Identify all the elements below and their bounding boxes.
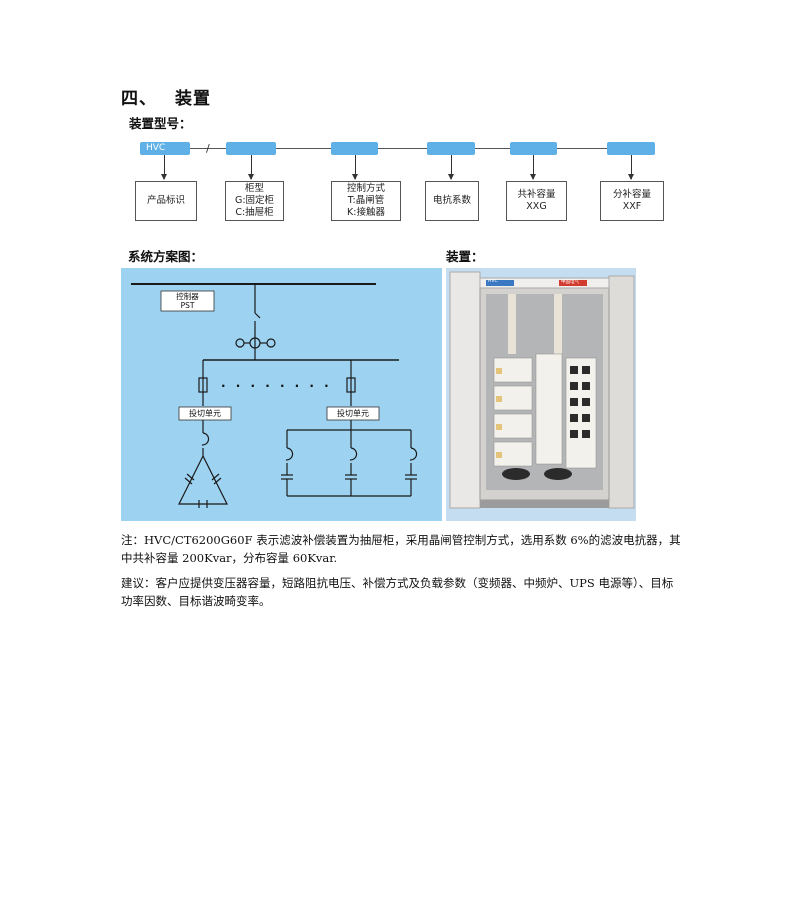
suggestion-paragraph: 建议：客户应提供变压器容量，短路阻抗电压、补偿方式及负载参数（变频器、中频炉、U… [121,574,681,610]
cabinet-illustration [446,268,636,521]
field-text: 柜型 [245,183,264,195]
section-title: 装置 [175,89,211,109]
arrow-5 [533,155,534,179]
field-text: 产品标识 [147,195,185,207]
field-text: K:接触器 [347,207,385,219]
field-box-cabinet: 柜型 G:固定柜 C:抽屉柜 [225,181,284,221]
code-pill-common [510,142,557,155]
code-separator: / [206,142,210,155]
code-pill-split [607,142,655,155]
arrow-4 [451,155,452,179]
field-text: C:抽屉柜 [235,207,273,219]
code-pill-control [331,142,378,155]
field-text: 控制方式 [347,183,385,195]
field-box-reactor: 电抗系数 [425,181,479,221]
code-pill-reactor [427,142,475,155]
device-photo: HVC 中国电气 [446,268,636,521]
system-scheme-diagram: 控制器 PST 投切单元 投切单元 . . . . . . . . [121,268,442,521]
field-box-split: 分补容量 XXF [600,181,664,221]
model-label: 装置型号： [129,113,192,132]
field-text: 分补容量 [613,189,651,201]
scheme-label: 系统方案图： [128,246,203,265]
field-text: XXG [526,201,546,213]
note-paragraph: 注：HVC/CT6200G60F 表示滤波补偿装置为抽屉柜，采用晶闸管控制方式，… [121,531,681,567]
code-connector-line [146,148,654,149]
photo-tag-left: HVC [488,279,498,284]
arrow-3 [355,155,356,179]
switch-unit-right: 投切单元 [327,408,379,419]
field-text: T:晶闸管 [348,195,384,207]
field-box-control: 控制方式 T:晶闸管 K:接触器 [331,181,401,221]
field-box-common: 共补容量 XXG [506,181,567,221]
field-box-product: 产品标识 [135,181,197,221]
controller-label: 控制器 PST [161,292,214,310]
device-label: 装置： [446,246,484,265]
dots: . . . . . . . . [221,376,332,390]
switch-unit-left: 投切单元 [179,408,231,419]
section-heading: 四、装置 [121,84,211,109]
arrow-1 [164,155,165,179]
code-pill-cabinet [226,142,276,155]
arrow-6 [631,155,632,179]
code-pill-prefix: HVC [140,142,190,155]
field-text: G:固定柜 [235,195,274,207]
section-number: 四、 [121,89,157,109]
field-text: 电抗系数 [433,195,471,207]
controller-line1: 控制器 [161,292,214,301]
field-text: XXF [623,201,641,213]
photo-tag-right: 中国电气 [561,279,579,285]
field-text: 共补容量 [517,189,555,201]
controller-line2: PST [161,301,214,310]
arrow-2 [251,155,252,179]
